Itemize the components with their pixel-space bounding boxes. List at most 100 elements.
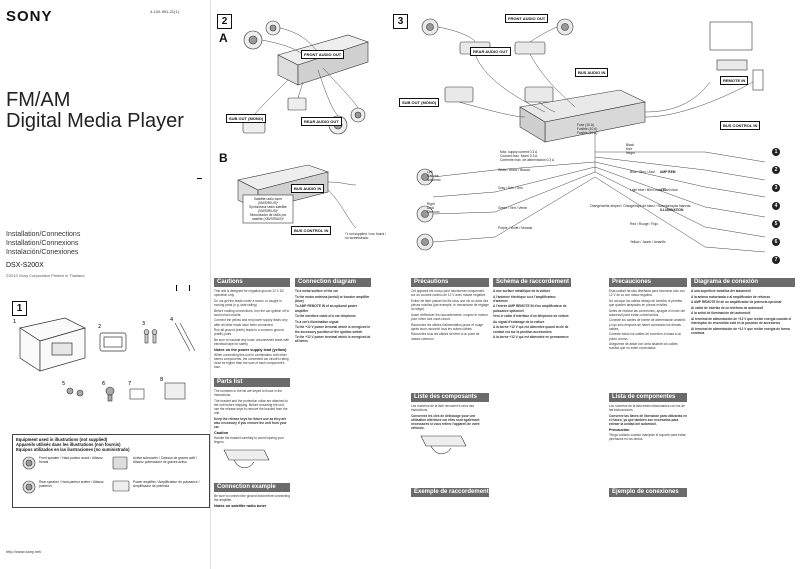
diagrama-body: A una superficie metálica del automóvil … bbox=[691, 287, 795, 557]
diagrama-item-6: Al terminal de alimentación de +12 V que… bbox=[691, 316, 792, 326]
schema-item-6: A la borne +12 V qui est alimentée quand… bbox=[493, 325, 569, 334]
precaucion-text: Tenga cuidado cuando manipule el soporte… bbox=[609, 432, 686, 441]
subtitle-es: Instalación/Conexiones bbox=[6, 249, 79, 256]
diagram-item-7: To the +12 V power terminal which is ene… bbox=[295, 335, 371, 344]
precaution-fr-1: Cet appareil est conçu pour fonctionner … bbox=[411, 289, 487, 298]
fuse-fr: Fusible (10 A) bbox=[577, 127, 598, 131]
diagrama-item-4: Al cable de interfaz de un teléfono de a… bbox=[691, 305, 764, 310]
fuse-label: Fuse (10 A) Fusible (10 A) Fusible (10 A… bbox=[577, 123, 597, 135]
parts-body: The numbers in the list are keyed to tho… bbox=[214, 387, 290, 479]
label-front-audio-out: FRONT AUDIO OUT bbox=[301, 50, 345, 59]
black-wire-label: Black Noir Negro bbox=[626, 143, 635, 155]
svg-text:8: 8 bbox=[160, 377, 163, 383]
legend-front-speaker: Front speaker / Haut-parleur avant / Alt… bbox=[39, 456, 103, 464]
supply-fr: Courant max. fourni 0,3 A bbox=[500, 154, 538, 158]
supply-en: Max. supply current 0.3 A bbox=[500, 150, 538, 154]
precautions-body: Cet appareil est conçu pour fonctionner … bbox=[411, 287, 489, 389]
label-bus-control-in-2b: BUS CONTROL IN bbox=[291, 226, 332, 235]
notes-text: When connecting this unit in combination… bbox=[214, 352, 289, 370]
diagram-item-2: To the motor antenna (aerial) or booster… bbox=[295, 294, 370, 303]
subtitle-block: Installation/Connections Installation/Co… bbox=[6, 230, 80, 257]
parts-text-2: The bracket and the protection collar ar… bbox=[214, 398, 288, 416]
label-rear-audio-out-3: REAR AUDIO OUT bbox=[470, 47, 511, 56]
label-front-audio-out-3: FRONT AUDIO OUT bbox=[505, 14, 549, 23]
schema-item-5: Au signal d'éclairage de la voiture bbox=[493, 319, 545, 324]
black-es: Negro bbox=[626, 151, 635, 155]
label-remote-in: REMOTE IN bbox=[720, 76, 749, 85]
schema-item-2: A l'antenne électrique ou à l'amplificat… bbox=[493, 294, 556, 303]
copyright: ©2010 Sony Corporation Printed in Thaila… bbox=[6, 273, 85, 278]
bracket-caution-illustration bbox=[223, 449, 270, 468]
label-rear-audio-out: REAR AUDIO OUT bbox=[301, 117, 342, 126]
cautions-header: Cautions bbox=[214, 278, 290, 287]
callout-5: 5 bbox=[772, 220, 780, 228]
svg-text:3: 3 bbox=[142, 321, 145, 327]
crop-mark bbox=[197, 178, 202, 179]
precaution-fr-4: Raccordez les câbles d'alimentation jaun… bbox=[411, 322, 484, 331]
exemple-header: Exemple de raccordement bbox=[411, 488, 489, 497]
legend-icons bbox=[22, 456, 130, 494]
caution-text: Handle the bracket carefully to avoid in… bbox=[214, 436, 284, 445]
caution-1: This unit is designed for negative groun… bbox=[214, 289, 285, 298]
wire-white: White / Blanc / Blanco bbox=[498, 168, 531, 172]
caution-2: Do not get the leads under a screw, or c… bbox=[214, 298, 282, 307]
fuse-en: Fuse (10 A) bbox=[577, 123, 595, 127]
supply-current-label: Max. supply current 0.3 A Courant max. f… bbox=[500, 150, 554, 162]
precaucion-4: Conecte los cables de fuente de alimenta… bbox=[609, 318, 686, 331]
liste-text-1: Les numéros de la liste renvoient à ceux… bbox=[411, 404, 475, 413]
parts-text-1: The numbers in the list are keyed to tho… bbox=[214, 389, 283, 398]
precaucion-5: Conecte todos los cables de conexión a m… bbox=[609, 332, 682, 341]
liste-header: Liste des composants bbox=[411, 393, 489, 402]
precaution-fr-5: Raccordez tous les câbles de terre à un … bbox=[411, 332, 480, 341]
precaution-fr-3: Avant d'effectuer les raccordements, cou… bbox=[411, 312, 488, 321]
diagrama-item-2: A la antena motorizada o al amplificador… bbox=[691, 294, 771, 299]
url-link[interactable]: http://www.sony.net/ bbox=[6, 549, 42, 554]
diagrama-item-3: A AMP REMOTE IN de un amplificador de po… bbox=[691, 300, 782, 305]
legend-title-en: Equipment used in illustrations (not sup… bbox=[16, 437, 108, 442]
wiring-diagram bbox=[416, 18, 766, 253]
model-number: DSX-S200X bbox=[6, 262, 44, 269]
connection-diagram-header: Connection diagram bbox=[295, 278, 371, 287]
diagram-2b bbox=[237, 164, 357, 229]
not-supplied-note: *1 not supplied / non fourni / no sumini… bbox=[345, 232, 387, 240]
callout-2: 2 bbox=[772, 166, 780, 174]
callout-3: 3 bbox=[772, 184, 780, 192]
black-fr: Noir bbox=[626, 147, 633, 151]
left-fr: Gauche bbox=[427, 174, 439, 178]
right-label-1: Right Droit Derecho bbox=[427, 202, 439, 214]
sub-section-a: A bbox=[219, 31, 228, 45]
satellite-radio-label: Satellite radio tuner (XM/SIRIUS)* Synto… bbox=[244, 197, 292, 221]
callout-6: 6 bbox=[772, 238, 780, 246]
cautions-body: This unit is designed for negative groun… bbox=[214, 287, 290, 374]
page-title: FM/AM Digital Media Player bbox=[6, 90, 184, 132]
label-bus-audio-in-2b: BUS AUDIO IN bbox=[291, 184, 325, 193]
satellite-radio-en: Satellite radio tuner (XM/SIRIUS)* bbox=[253, 197, 283, 205]
equipment-legend: Equipment used in illustrations (not sup… bbox=[12, 434, 210, 508]
brand-logo: SONY bbox=[6, 8, 53, 25]
lista-body: Los números de la lista están relacionad… bbox=[609, 402, 687, 484]
precaucion-2: No coloque los cables debajo de tornillo… bbox=[609, 298, 682, 307]
diagrama-header: Diagrama de conexión bbox=[691, 278, 795, 287]
precauciones-body: Esta unidad ha sido diseñada para funcio… bbox=[609, 287, 687, 389]
label-bus-control-in-3: BUS CONTROL IN bbox=[720, 121, 761, 130]
section-number-2: 2 bbox=[217, 14, 232, 29]
schema-item-4: Vers le câble d'interface d'un téléphone… bbox=[493, 314, 569, 319]
example-note-heading: Notes on satellite radio tuner bbox=[214, 503, 267, 508]
connection-example-header: Connection example bbox=[214, 483, 290, 492]
diagram-item-1: To a metal surface of the car bbox=[295, 289, 338, 293]
diagram-item-5: To a car's illumination signal bbox=[295, 319, 339, 324]
liste-text-2: Conservez les clés de déblocage pour une… bbox=[411, 413, 480, 431]
fuse-es: Fusible (10 A) bbox=[577, 131, 598, 135]
connection-diagram-body: To a metal surface of the car To the mot… bbox=[295, 287, 371, 557]
schema-header: Schéma de raccordement bbox=[493, 278, 571, 287]
wire-red: Red / Rouge / Rojo bbox=[630, 222, 659, 226]
liste-body: Les numéros de la liste renvoient à ceux… bbox=[411, 402, 489, 484]
label-sub-out-mono-3: SUB OUT (MONO) bbox=[399, 98, 440, 107]
legend-title-fr: Appareils utilisés dans les illustration… bbox=[16, 442, 121, 447]
precaution-fr-2: Evitez de faire passer les fils sous une… bbox=[411, 298, 489, 312]
precautions-header: Précautions bbox=[411, 278, 489, 287]
wire-blue: Blue / Bleu / Azul bbox=[630, 170, 655, 174]
diagram-2a bbox=[242, 20, 369, 135]
schema-item-7: A la borne +12 V qui est alimentée en pe… bbox=[493, 335, 569, 340]
